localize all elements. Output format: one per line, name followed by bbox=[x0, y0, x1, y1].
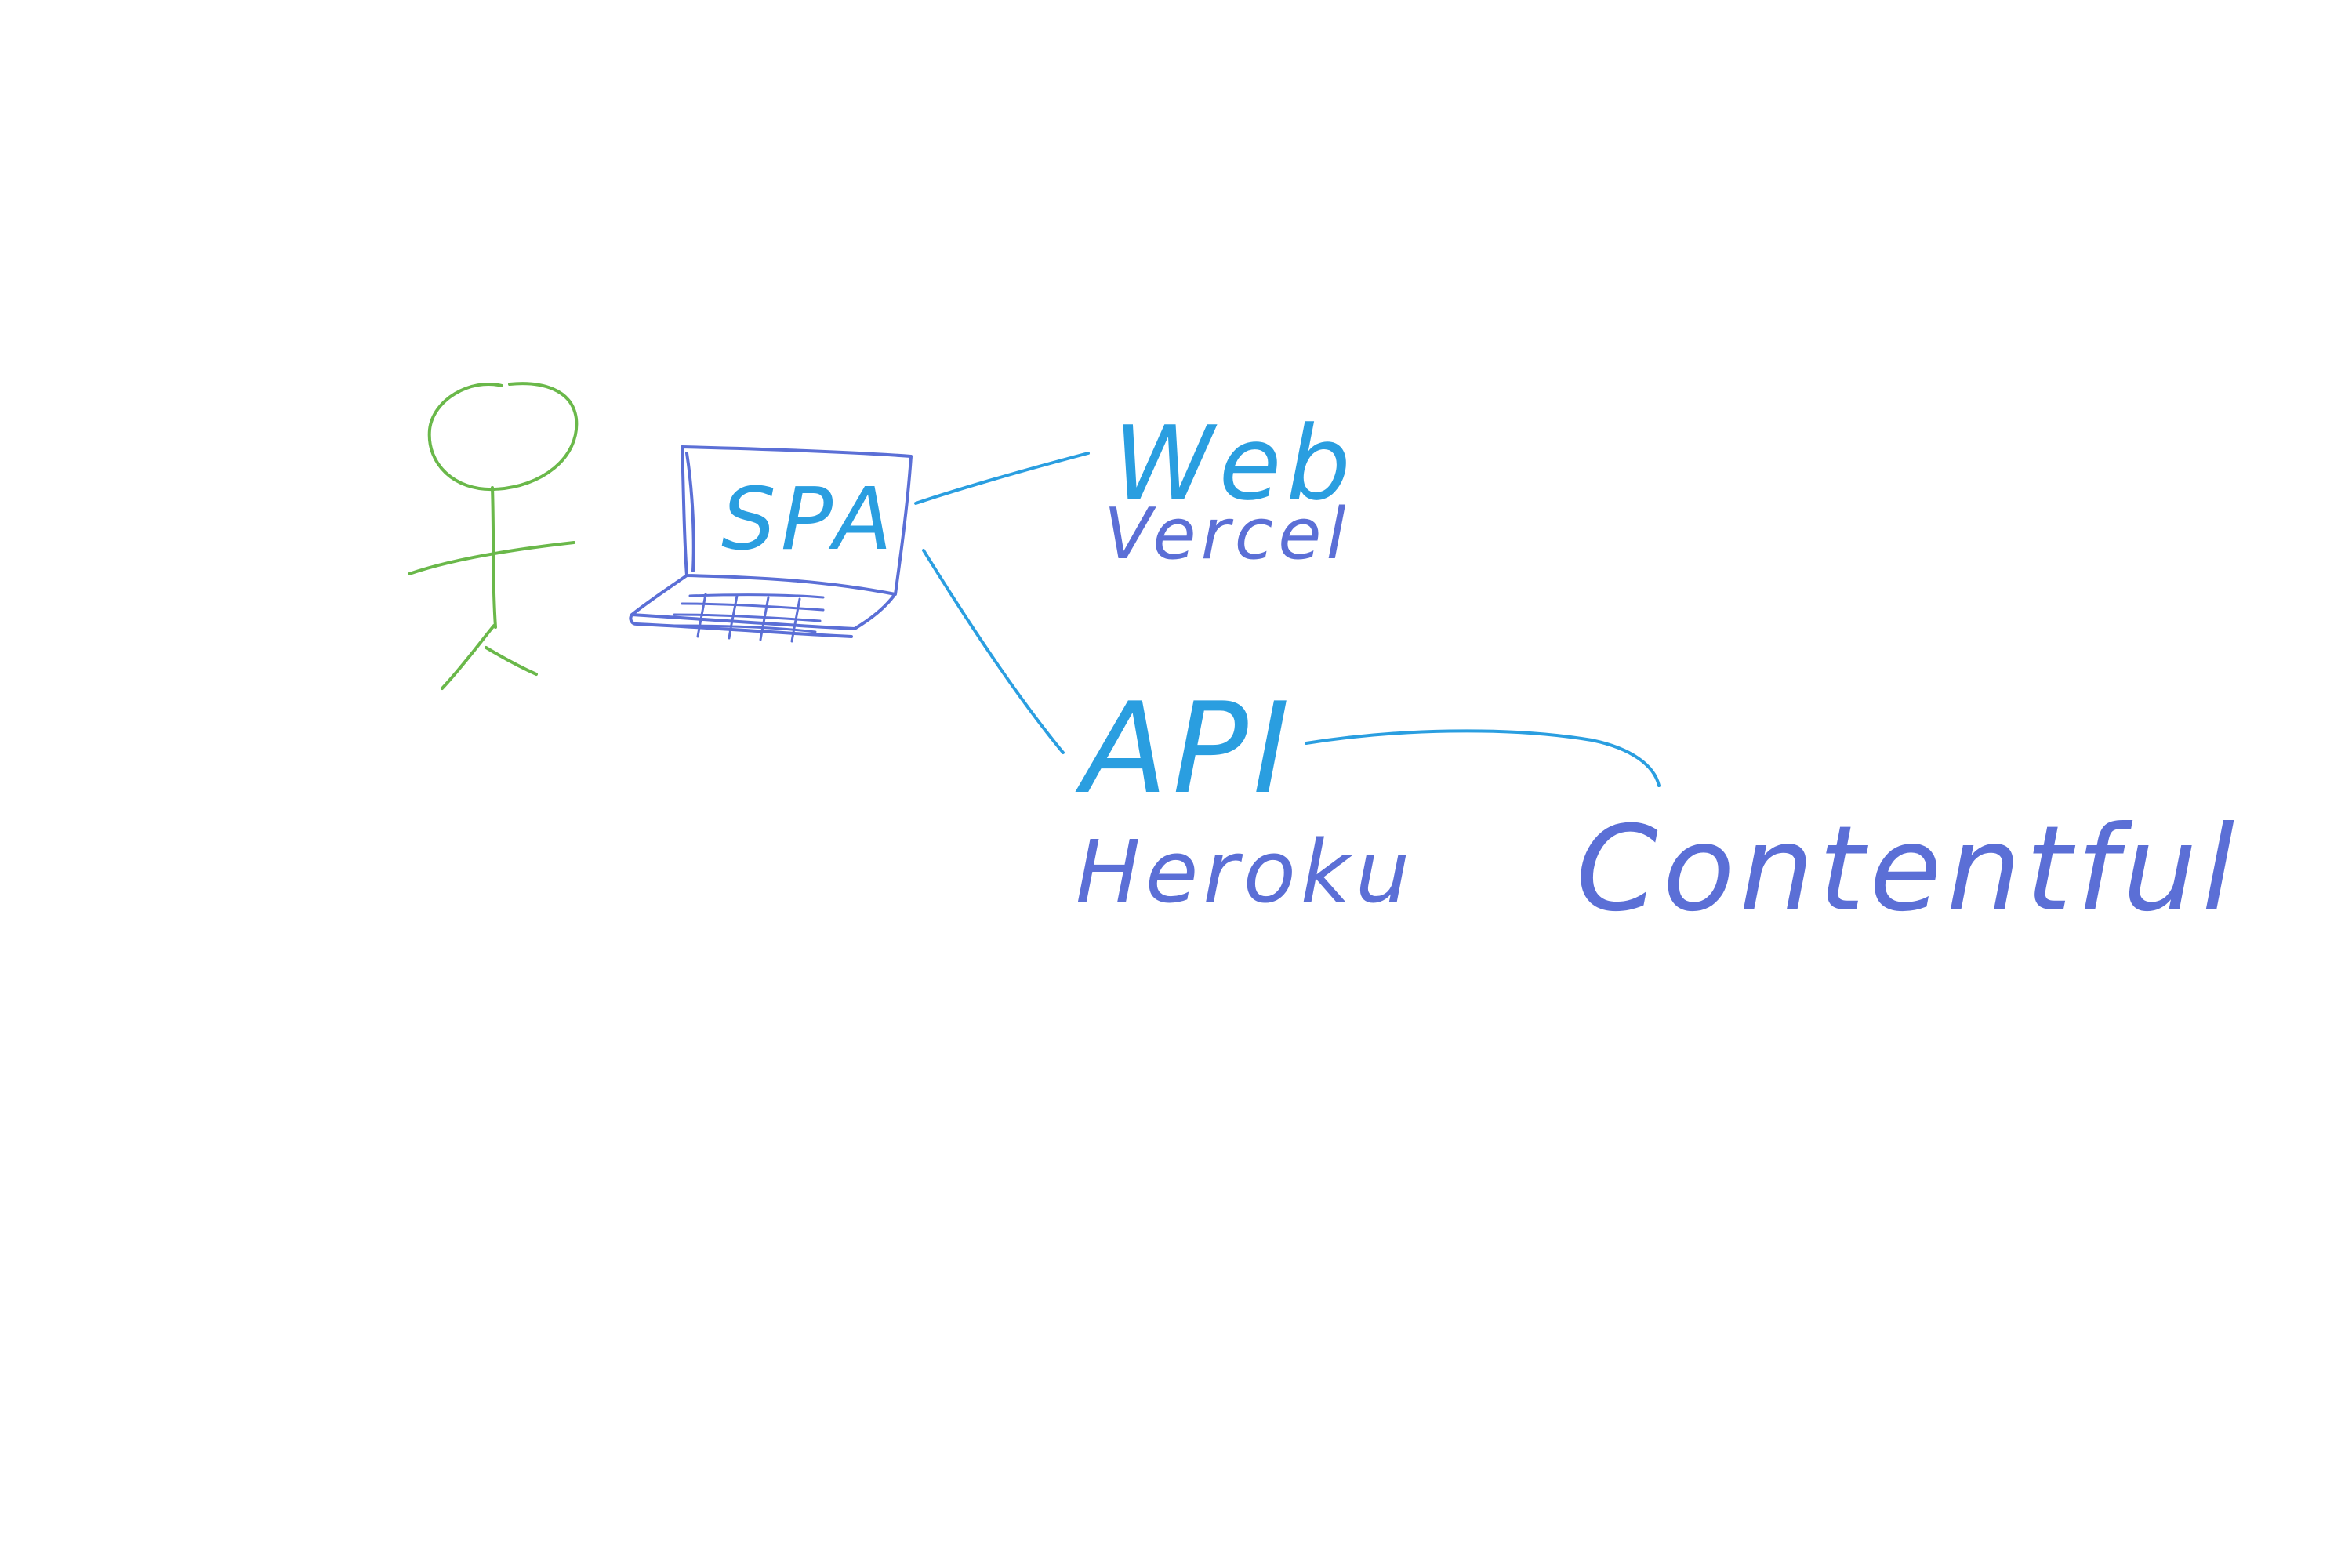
api-node: API Heroku bbox=[1075, 675, 1414, 922]
laptop-keyboard bbox=[670, 593, 825, 643]
web-label: Web bbox=[1113, 404, 1356, 523]
user-leg-left bbox=[441, 624, 495, 690]
cms-node: Contentful bbox=[1576, 801, 2239, 938]
web-node: Web Vercel bbox=[1104, 404, 1356, 575]
cms-label: Contentful bbox=[1576, 801, 2239, 938]
client-label: SPA bbox=[721, 469, 897, 569]
laptop-base bbox=[630, 574, 895, 630]
laptop-screen-inner-edge bbox=[685, 452, 695, 572]
api-host-label: Heroku bbox=[1076, 822, 1414, 922]
link-client-to-web bbox=[914, 452, 1090, 505]
link-api-to-cms bbox=[1305, 729, 1661, 787]
web-host-label: Vercel bbox=[1104, 493, 1351, 575]
user-body bbox=[491, 486, 497, 629]
user-stick-figure bbox=[408, 382, 579, 690]
user-leg-right bbox=[485, 646, 538, 676]
user-head bbox=[427, 382, 579, 492]
link-client-to-api bbox=[922, 549, 1065, 754]
laptop-screen bbox=[681, 445, 913, 596]
laptop-icon: SPA bbox=[629, 445, 913, 643]
user-arms bbox=[408, 541, 575, 575]
api-label: API bbox=[1075, 675, 1294, 822]
